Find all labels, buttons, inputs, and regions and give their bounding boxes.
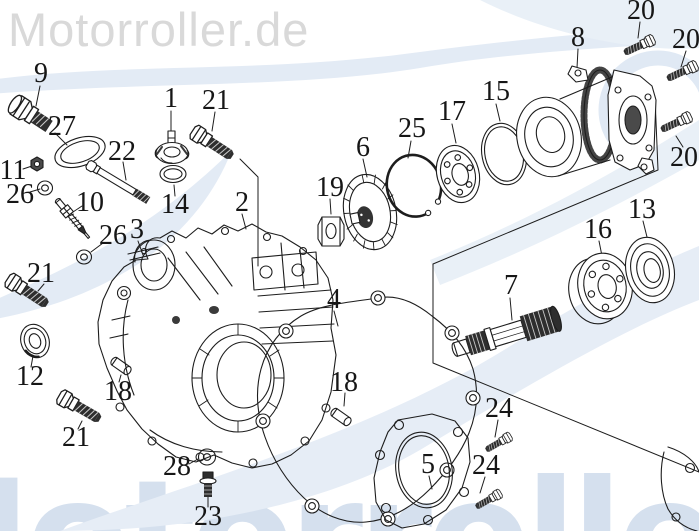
part-label-4: 4: [327, 284, 341, 315]
swoosh-top-band: [0, 23, 699, 94]
part-drawing-16: [568, 252, 633, 325]
part-drawing-10: [54, 197, 91, 239]
part-label-16: 16: [584, 214, 612, 245]
part-label-12: 12: [16, 361, 44, 392]
part-label-1: 1: [164, 83, 178, 114]
swoosh-top-right: [480, 0, 699, 49]
part-label-8: 8: [571, 22, 585, 53]
part-label-3: 3: [130, 214, 144, 245]
part-drawing-20-top: [621, 33, 657, 59]
part-drawing-8: [516, 65, 657, 178]
part-label-28: 28: [163, 451, 191, 482]
part-label-20-top: 20: [627, 0, 655, 26]
part-label-19: 19: [316, 172, 344, 203]
part-drawing-27: [54, 135, 106, 169]
part-label-2: 2: [235, 187, 249, 218]
part-drawing-6: [342, 173, 398, 251]
part-drawing-18-right: [328, 406, 354, 428]
part-drawing-20-right2: [658, 110, 694, 136]
part-label-17: 17: [438, 96, 466, 127]
part-drawing-13: [624, 236, 676, 304]
part-drawing-22: [85, 160, 151, 204]
part-drawing-26b: [75, 249, 93, 265]
part-drawing-26a: [36, 180, 54, 196]
leader-lines: [22, 21, 699, 508]
part-label-15: 15: [482, 76, 510, 107]
part-label-10: 10: [76, 187, 104, 218]
part-label-24-upper: 24: [485, 393, 513, 424]
part-label-23: 23: [194, 501, 222, 531]
part-label-7: 7: [504, 270, 518, 301]
part-label-18-left: 18: [104, 376, 132, 407]
part-drawing-28: [197, 448, 217, 466]
part-drawing-21-lower: [54, 388, 105, 427]
part-label-13: 13: [628, 194, 656, 225]
part-label-14: 14: [161, 189, 189, 220]
part-label-9: 9: [34, 58, 48, 89]
part-drawing-7: [451, 305, 562, 357]
part-drawing-12: [20, 323, 50, 359]
part-drawing-1: [154, 130, 190, 165]
part-drawing-4: [255, 290, 481, 527]
part-label-5: 5: [421, 449, 435, 480]
part-label-25: 25: [398, 113, 426, 144]
part-drawing-2: [97, 223, 337, 469]
part-drawing-11: [30, 156, 44, 172]
part-label-18-right: 18: [330, 367, 358, 398]
swoosh-wing-left: [0, 150, 232, 319]
part-label-26a: 26: [6, 179, 34, 210]
part-drawing-5: [373, 413, 471, 529]
part-drawing-9: [7, 94, 53, 132]
part-drawing-24-lower: [473, 488, 504, 512]
part-label-26b: 26: [99, 220, 127, 251]
part-label-6: 6: [356, 132, 370, 163]
brand-watermark-top: Motorroller.de: [8, 3, 310, 56]
part-label-20-right2: 20: [670, 142, 698, 173]
part-label-20-right1: 20: [672, 24, 699, 55]
part-label-21-midleft: 21: [27, 258, 55, 289]
part-label-24-lower: 24: [472, 450, 500, 481]
part-drawing-18-left: [108, 355, 134, 377]
part-label-11: 11: [0, 155, 27, 186]
part-label-21-lower: 21: [62, 422, 90, 453]
part-label-27: 27: [48, 111, 76, 142]
part-label-22: 22: [108, 136, 136, 167]
part-label-21-top: 21: [202, 85, 230, 116]
part-drawing-edge-bracket: [660, 446, 699, 531]
part-drawing-23: [199, 471, 217, 497]
part-drawing-14: [159, 164, 187, 184]
part-drawing-17: [435, 144, 481, 204]
part-drawing-19: [317, 216, 345, 247]
